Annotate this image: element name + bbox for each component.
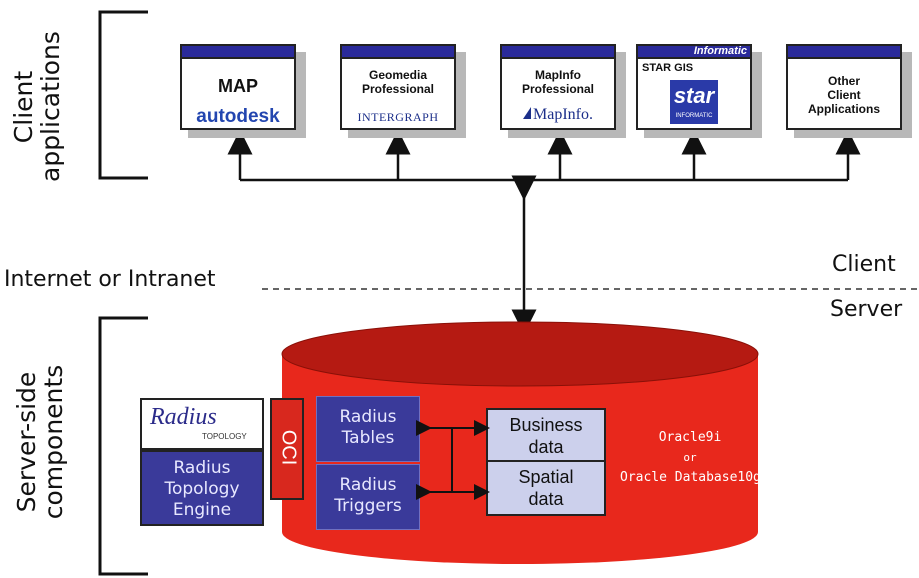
business-line: Business: [509, 415, 583, 435]
app-other: Other Client Applications: [786, 44, 912, 138]
oracle-line: Oracle9i: [658, 430, 722, 445]
app-geomedia: Geomedia Professional INTERGRAPH: [340, 44, 466, 138]
star-logo-text: star: [673, 83, 715, 108]
client-zone-label: Client: [832, 252, 896, 277]
cylinder-top-rim: [281, 321, 759, 387]
business-data: Business data: [486, 408, 606, 462]
oracle-line: or: [683, 451, 697, 464]
window-frame: MapInfo Professional MapInfo.: [500, 44, 616, 130]
window-frame: MAP autodesk: [180, 44, 296, 130]
star-logo: star INFORMATIC: [670, 80, 718, 124]
title-bar: [788, 46, 900, 59]
server-bracket: [98, 316, 148, 576]
app-map: MAP autodesk: [180, 44, 306, 138]
internet-label: Internet or Intranet: [4, 267, 216, 292]
oracle-version-label: Oracle9i or Oracle Database10g: [620, 428, 761, 488]
app-title-line: MapInfo: [535, 68, 581, 82]
mapinfo-logo-text: MapInfo.: [533, 106, 593, 123]
window-frame: Other Client Applications: [786, 44, 902, 130]
mapinfo-mark-icon: [523, 107, 531, 119]
oci-box: OCI: [270, 398, 304, 500]
title-bar: [502, 46, 614, 59]
title-bar: [182, 46, 294, 59]
spatial-line: Spatial: [518, 467, 574, 487]
radius-logo-text: Radius: [150, 404, 217, 430]
engine-line: Engine: [172, 500, 232, 520]
triggers-line: Triggers: [334, 496, 402, 516]
app-title-line: Client: [827, 88, 861, 102]
spatial-line: data: [528, 489, 564, 509]
engine-line: Radius: [173, 458, 231, 478]
star-logo-sub: INFORMATIC: [675, 113, 713, 119]
app-title-line: Geomedia: [368, 68, 428, 82]
radius-topology-engine: Radius Topology Engine: [140, 450, 264, 526]
app-mapinfo: MapInfo Professional MapInfo.: [500, 44, 626, 138]
title-bar: Informatic: [638, 46, 750, 59]
radius-logo-sub: TOPOLOGY: [202, 432, 247, 441]
window-frame: Geomedia Professional INTERGRAPH: [340, 44, 456, 130]
app-title-line: Professional: [361, 82, 435, 96]
title-bar: [342, 46, 454, 59]
app-stargis: Informatic STAR GIS star INFORMATIC: [636, 44, 762, 138]
app-title: STAR GIS: [642, 62, 694, 74]
engine-line: Topology: [164, 479, 240, 499]
app-title-line: Applications: [807, 102, 880, 116]
tables-line: Tables: [341, 428, 395, 448]
cylinder-top: [282, 322, 758, 386]
app-title-line: Other: [827, 74, 860, 88]
client-bracket: [98, 10, 148, 180]
intergraph-logo: INTERGRAPH: [357, 110, 439, 124]
mapinfo-logo: MapInfo.: [506, 106, 610, 124]
app-title: MAP: [218, 76, 258, 96]
app-title-line: Professional: [521, 82, 595, 96]
radius-tables: Radius Tables: [316, 396, 420, 462]
radius-topology-logo: Radius TOPOLOGY: [140, 398, 264, 450]
radius-triggers: Radius Triggers: [316, 464, 420, 530]
oracle-line: Oracle Database10g: [620, 470, 761, 485]
business-line: data: [528, 437, 564, 457]
window-frame: Informatic STAR GIS star INFORMATIC: [636, 44, 752, 130]
tables-line: Radius: [339, 407, 397, 427]
server-zone-label: Server: [830, 297, 903, 322]
autodesk-logo: autodesk: [196, 106, 280, 127]
spatial-data: Spatial data: [486, 462, 606, 516]
triggers-line: Radius: [339, 475, 397, 495]
